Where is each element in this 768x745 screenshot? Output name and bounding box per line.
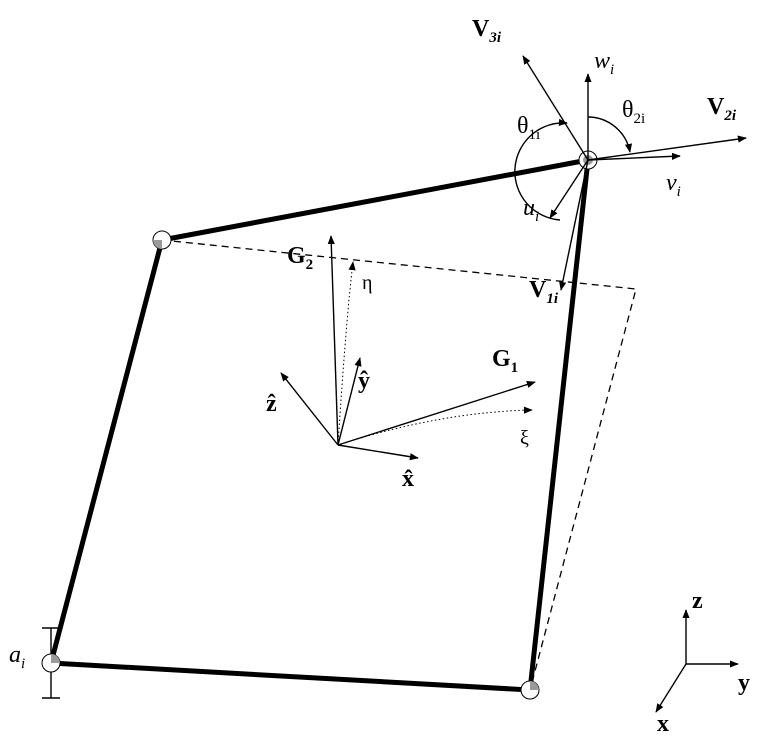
xhat-label: x̂ [402, 466, 414, 492]
v2-vector [587, 135, 747, 161]
element-edge-bottom [48, 660, 533, 693]
v-label: vi [666, 170, 681, 200]
yhat-vector [337, 357, 362, 446]
eta-curve [337, 261, 356, 446]
dashed-reference-element [161, 239, 637, 691]
node-top-left [152, 230, 172, 250]
element-edge-right [527, 157, 591, 693]
v-vector [587, 152, 681, 161]
v2-label: V2i [707, 94, 737, 124]
u-vector [549, 159, 589, 219]
zhat-vector [280, 372, 339, 446]
xhat-vector [337, 444, 419, 461]
yhat-label: ŷ [358, 368, 370, 394]
theta2-label: θ2i [622, 97, 645, 127]
v3-label: V3i [472, 16, 502, 46]
g1-vector [337, 381, 536, 446]
v1-vector [559, 159, 589, 291]
theta1-label: θ1i [517, 113, 540, 143]
element-edge-top [159, 157, 591, 243]
node-bottom-right [520, 680, 540, 700]
global-x-label: x [657, 711, 669, 737]
global-y-label: y [738, 670, 750, 696]
u-label: ui [523, 195, 539, 225]
theta2-arc [587, 116, 633, 153]
g2-vector [327, 235, 339, 446]
xi-label: ξ [520, 427, 529, 449]
node-bottom-left [41, 653, 61, 673]
zhat-label: ẑ [266, 391, 277, 417]
w-label: wi [594, 48, 614, 78]
a-label: ai [9, 642, 25, 672]
eta-label: η [362, 272, 372, 294]
xi-curve [337, 406, 533, 446]
g2-label: G2 [287, 243, 313, 273]
v1-label: V1i [529, 277, 559, 307]
global-x-axis [655, 663, 687, 713]
theta1-arc [514, 118, 568, 221]
g1-label: G1 [492, 346, 518, 376]
element-edge-left [48, 237, 165, 666]
v3-vector [522, 55, 589, 161]
global-z-label: z [692, 588, 703, 614]
